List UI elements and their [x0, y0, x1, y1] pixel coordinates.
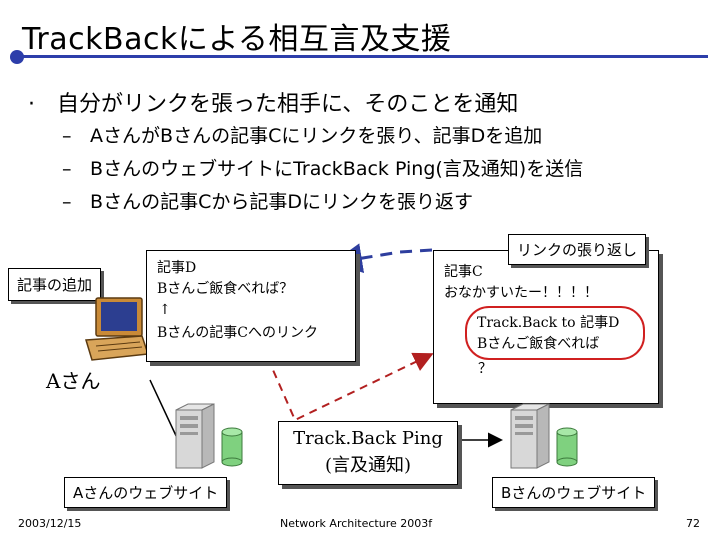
site-b-label: Bさんのウェブサイト: [492, 477, 656, 508]
article-d-box: 記事D Bさんご飯食べれば？ ↑ Bさんの記事Cへのリンク: [146, 250, 356, 362]
server-b-icon: [510, 403, 578, 469]
article-c-title: 記事C: [444, 264, 483, 280]
sub-bullet-text: Bさんの記事Cから記事Dにリンクを張り返す: [90, 191, 473, 213]
sub-dash: –: [62, 191, 72, 213]
sub-bullet-1: – AさんがBさんの記事Cにリンクを張り、記事Dを追加: [62, 121, 542, 148]
article-d-link-text: Bさんの記事Cへのリンク: [157, 325, 318, 341]
link-back-arrow: [332, 243, 433, 273]
laptop-icon: [85, 297, 150, 361]
sub-dash: –: [62, 158, 72, 180]
sub-dash: –: [62, 125, 72, 147]
add-article-label: 記事の追加: [8, 268, 102, 301]
sub-bullet-3: – Bさんの記事Cから記事Dにリンクを張り返す: [62, 187, 473, 214]
article-d-body: Bさんご飯食べれば？: [157, 281, 294, 297]
footer-course: Network Architecture 2003f: [280, 517, 433, 530]
ping-label-line2: (言及通知): [324, 455, 412, 476]
footer-date: 2003/12/15: [18, 517, 82, 530]
server-a-icon: [175, 403, 243, 469]
article-d-title: 記事D: [157, 260, 197, 276]
link-back-label: リンクの張り返し: [508, 234, 647, 265]
bullet-main-text: 自分がリンクを張った相手に、そのことを通知: [57, 92, 519, 117]
ping-label-line1: Track.Back Ping: [293, 428, 443, 449]
site-a-label: Aさんのウェブサイト: [64, 477, 228, 508]
trackback-entry-excerpt: Bさんご飯食べれば: [477, 336, 600, 352]
trackback-highlight: Track.Back to 記事D Bさんご飯食べれば: [465, 306, 645, 360]
footer-page-number: 72: [686, 517, 700, 530]
bullet-marker: ·: [28, 92, 35, 117]
trackback-entry-excerpt-cont: ？: [478, 361, 492, 377]
sub-bullet-2: – BさんのウェブサイトにTrackBack Ping(言及通知)を送信: [62, 154, 583, 181]
trackback-entry-title: Track.Back to 記事D: [477, 315, 620, 331]
trackback-ping-label: Track.Back Ping (言及通知): [278, 421, 458, 485]
title-bullet-dot: [10, 50, 24, 64]
laptop-to-site-a-line: [149, 379, 179, 441]
title-underline: [20, 55, 708, 58]
sub-bullet-text: BさんのウェブサイトにTrackBack Ping(言及通知)を送信: [90, 158, 584, 180]
article-d-up-arrow: ↑: [159, 302, 171, 318]
article-c-body: おなかすいたー！！！！: [444, 285, 598, 301]
sub-bullet-text: AさんがBさんの記事Cにリンクを張り、記事Dを追加: [90, 125, 543, 147]
bullet-main: · 自分がリンクを張った相手に、そのことを通知: [28, 86, 518, 118]
slide-title: TrackBackによる相互言及支援: [22, 22, 452, 57]
person-a-label: Aさん: [46, 369, 101, 393]
